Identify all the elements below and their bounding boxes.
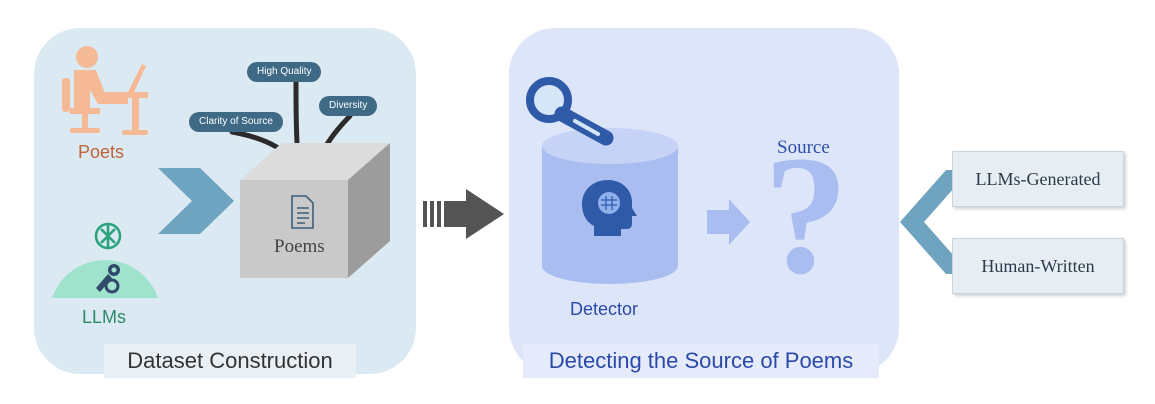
llms-label: LLMs	[82, 307, 127, 327]
question-mark-icon: ?	[764, 121, 849, 309]
tools-icon	[52, 260, 158, 298]
document-icon	[291, 195, 314, 229]
brain-head-icon	[582, 180, 637, 236]
output-human-written: Human-Written	[952, 238, 1124, 294]
chevron-right-icon	[158, 168, 234, 234]
detector-label: Detector	[570, 299, 639, 319]
tag-clarity-of-source: Clarity of Source	[189, 112, 283, 132]
dataset-construction-title: Dataset Construction	[104, 344, 356, 378]
person-at-desk-icon	[62, 46, 148, 135]
openai-logo-icon	[94, 222, 122, 250]
tag-high-quality: High Quality	[247, 62, 322, 82]
main-flow-arrow	[423, 189, 504, 239]
output-llms-generated: LLMs-Generated	[952, 151, 1124, 207]
detecting-source-title: Detecting the Source of Poems	[523, 344, 879, 378]
small-flow-arrow	[707, 199, 750, 245]
source-label: Source	[777, 137, 830, 158]
chevron-left-icon	[900, 170, 970, 274]
poets-label: Poets	[78, 142, 125, 162]
magnifier-icon	[526, 77, 614, 146]
poems-label: Poems	[274, 236, 325, 257]
tag-diversity: Diversity	[319, 96, 378, 116]
